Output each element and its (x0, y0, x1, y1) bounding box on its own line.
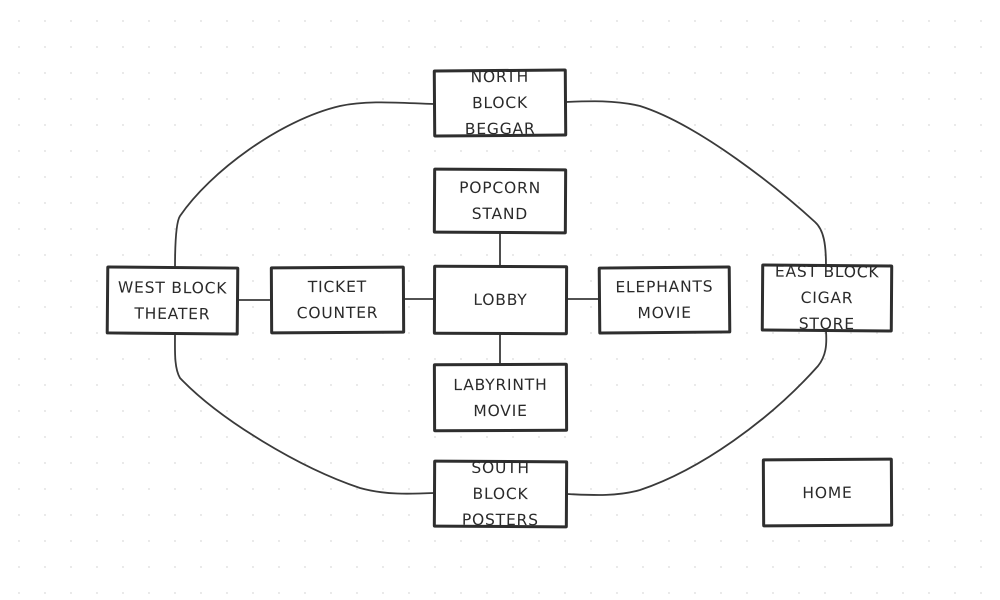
edge-north-east (565, 100, 827, 267)
node-label: North Block Beggar (464, 67, 536, 139)
node-north-block-beggar: North Block Beggar (432, 68, 568, 138)
node-label: Elephants Movie (615, 277, 714, 323)
node-ticket-counter: Ticket Counter (269, 265, 406, 335)
node-west-block-theater: West Block Theater (105, 265, 240, 336)
node-label: PopCorn Stand (459, 178, 542, 224)
edge-north-west (174, 101, 435, 269)
node-label: Ticket Counter (296, 277, 379, 323)
edge-east-south (566, 330, 828, 496)
edge-west-south (174, 333, 435, 495)
node-label: Home (802, 483, 853, 502)
node-label: South Block Posters (461, 458, 539, 530)
node-lobby: Lobby (432, 264, 569, 336)
node-label: West Block Theater (117, 278, 228, 323)
node-home: Home (761, 457, 894, 528)
node-south-block-posters: South Block Posters (432, 459, 569, 529)
node-labyrinth-movie: Labyrinth Movie (432, 362, 569, 433)
node-label: East Block Cigar Store (774, 262, 880, 334)
node-popcorn-stand: PopCorn Stand (432, 167, 568, 235)
node-label: Labyrinth Movie (453, 375, 548, 420)
node-label: Lobby (473, 290, 528, 310)
node-east-block-cigar-store: East Block Cigar Store (760, 263, 894, 333)
node-elephants-movie: Elephants Movie (597, 265, 732, 335)
